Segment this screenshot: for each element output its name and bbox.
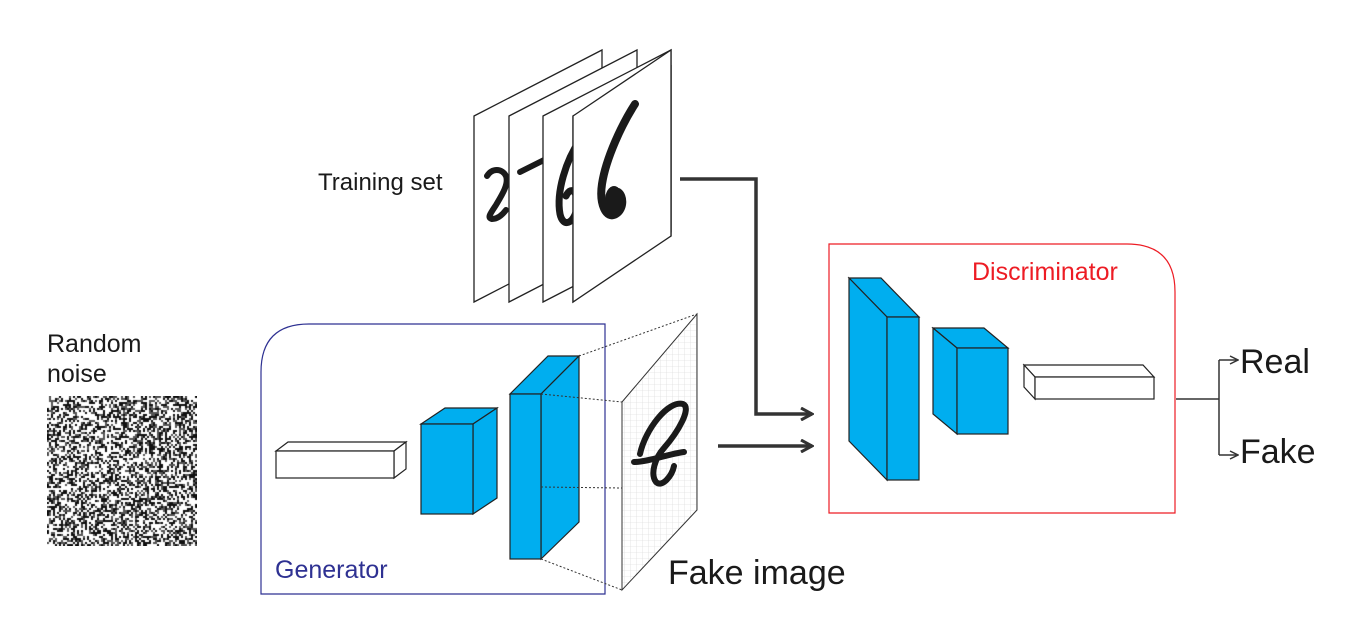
training-to-discriminator-arrow	[680, 177, 812, 414]
training-sheet-4	[572, 48, 672, 304]
training-set-label: Training set	[318, 169, 443, 196]
discriminator-slab-layer	[847, 276, 921, 482]
generator-input-block	[274, 440, 408, 480]
fake-image-panel	[621, 312, 698, 592]
real-output-label: Real	[1240, 343, 1310, 381]
generator-slab-layer	[508, 354, 581, 561]
output-branch	[1176, 360, 1238, 455]
training-set-stack	[473, 48, 672, 304]
projection-lines	[540, 313, 698, 591]
generator-cube-layer	[419, 406, 499, 516]
generator-box	[260, 323, 606, 595]
discriminator-output-block	[1022, 363, 1156, 401]
discriminator-box	[828, 243, 1176, 514]
generator-label: Generator	[275, 556, 388, 584]
fake-image-label: Fake image	[668, 554, 846, 592]
discriminator-label: Discriminator	[972, 258, 1118, 286]
fake-output-label: Fake	[1240, 433, 1316, 471]
random-noise-label: Random noise	[47, 330, 142, 388]
discriminator-cube-layer	[931, 326, 1010, 436]
random-noise-image	[47, 396, 197, 546]
